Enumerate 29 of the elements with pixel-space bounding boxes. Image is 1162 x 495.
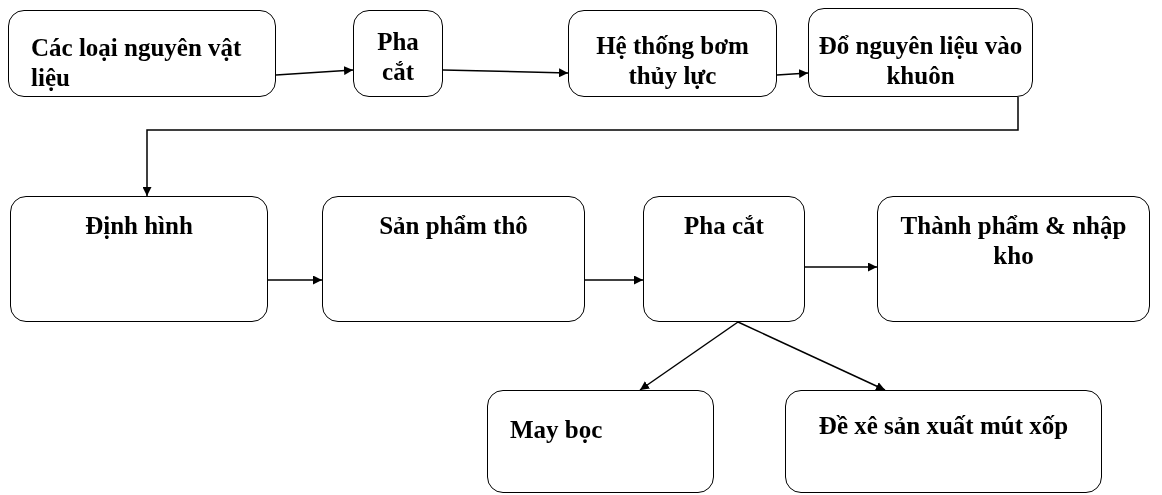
step-label: Pha cắt (683, 211, 765, 241)
step-label: May bọc (510, 415, 604, 445)
arrow (776, 69, 809, 79)
process-box (643, 196, 805, 322)
process-box (353, 10, 443, 97)
step-label: Sản phẩm thô (378, 211, 529, 241)
process-box (877, 196, 1150, 322)
step-label: Pha cắt (376, 27, 420, 87)
arrow (804, 262, 878, 272)
step-label: Đổ nguyên liệu vào khuôn (817, 31, 1024, 91)
step-label: Hệ thống bơm thủy lực (595, 31, 750, 91)
arrow (142, 96, 1019, 197)
arrow (275, 66, 354, 76)
step-label: Thành phẩm & nhập kho (899, 211, 1128, 271)
process-box (808, 8, 1033, 97)
arrow (737, 321, 886, 391)
process-box (322, 196, 585, 322)
step-label: Các loại nguyên vật liệu (31, 33, 243, 93)
arrow (639, 321, 739, 391)
process-box (10, 196, 268, 322)
step-label: Đề xê sản xuất mút xốp (817, 411, 1070, 441)
process-box (785, 390, 1102, 493)
process-box (8, 10, 276, 97)
process-box (487, 390, 714, 493)
arrow (584, 275, 644, 285)
arrow (442, 68, 569, 78)
process-box (568, 10, 777, 97)
arrow (267, 275, 323, 285)
step-label: Định hình (84, 211, 194, 241)
